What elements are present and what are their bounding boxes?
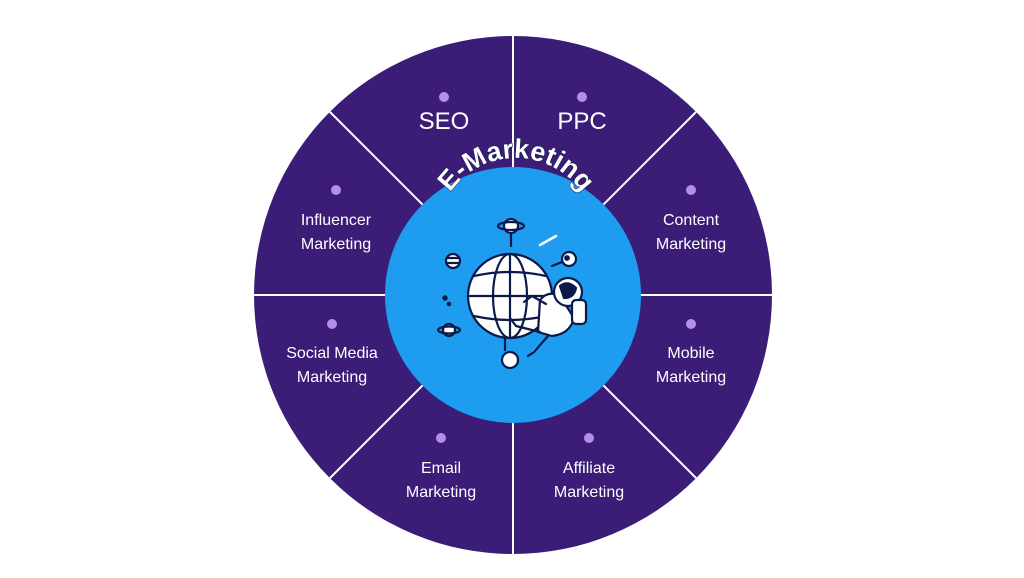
segment-dot: [686, 185, 696, 195]
segment-dot: [331, 185, 341, 195]
segment-label-ppc: PPC: [557, 108, 606, 135]
segment-dot: [577, 92, 587, 102]
segment-dot: [436, 433, 446, 443]
segment-dot: [327, 319, 337, 329]
segment-dot: [584, 433, 594, 443]
segment-label-seo: SEO: [419, 108, 470, 135]
segment-dots: [327, 92, 696, 443]
segment-dot: [439, 92, 449, 102]
astronaut-globe-planets-icon: [436, 217, 588, 370]
segment-dot: [686, 319, 696, 329]
